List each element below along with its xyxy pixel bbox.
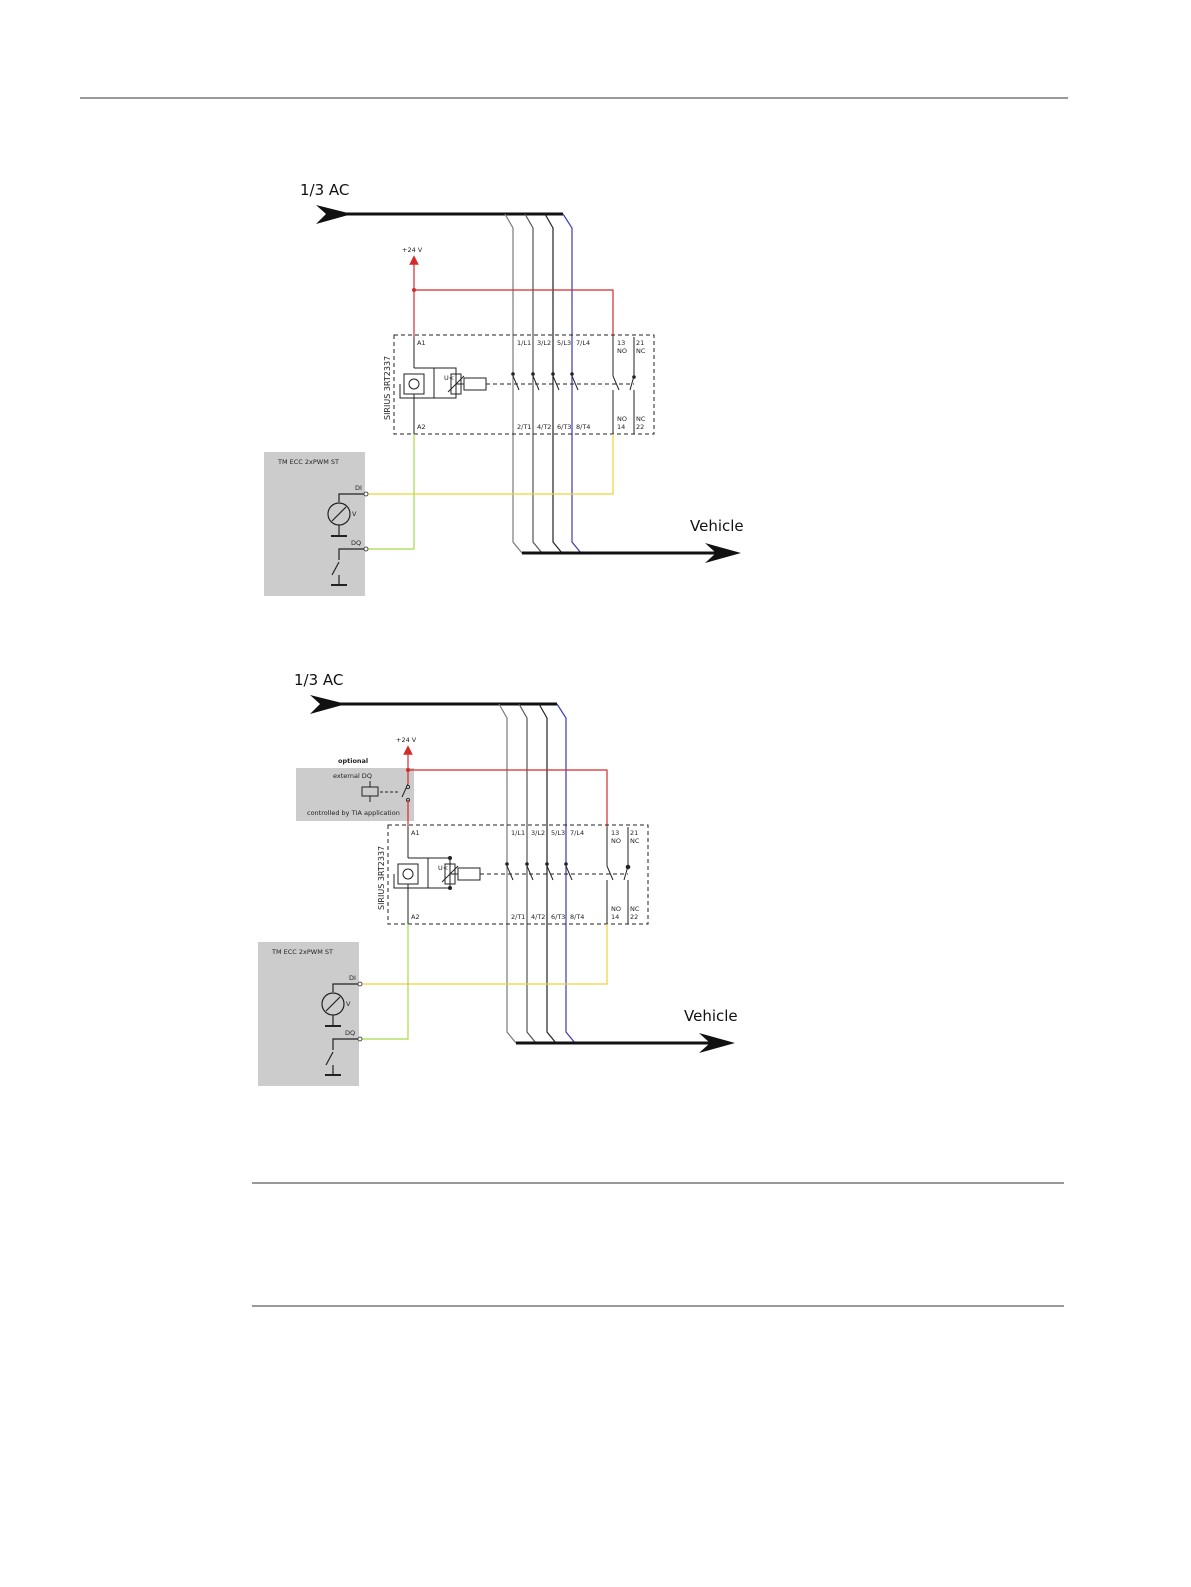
dq-switch-icon xyxy=(331,548,364,586)
coil-assembly xyxy=(399,337,487,434)
terminal-a1: A1 xyxy=(417,339,426,347)
main-contacts xyxy=(505,862,631,881)
terminal-2t1: 2/T1 xyxy=(511,913,525,921)
terminal-a2: A2 xyxy=(417,423,426,431)
vehicle-arrow-icon xyxy=(705,543,741,563)
contactor-box xyxy=(393,334,655,435)
dq-switch-icon xyxy=(325,1038,358,1076)
dq-label: DQ xyxy=(351,539,361,547)
supply-arrow-icon xyxy=(316,205,352,224)
optional-title: optional xyxy=(338,757,368,765)
module-title: TM ECC 2xPWM ST xyxy=(277,458,339,466)
io-module-box xyxy=(264,452,365,596)
relay-icon xyxy=(361,781,410,802)
vehicle-label: Vehicle xyxy=(684,1007,738,1025)
contactor-name: SIRIUS 3RT2337 xyxy=(383,356,392,420)
terminal-21: 21 xyxy=(630,829,638,837)
terminal-a1: A1 xyxy=(411,829,420,837)
meter-label: V xyxy=(346,1000,351,1008)
terminal-13: 13 xyxy=(611,829,619,837)
dq-label: DQ xyxy=(345,1029,355,1037)
terminal-nc-bottom: NC xyxy=(630,905,640,913)
supply-label: 1/3 AC xyxy=(300,181,349,199)
terminal-no-bottom: NO xyxy=(617,415,627,423)
terminal-21: 21 xyxy=(636,339,644,347)
optional-caption: controlled by TIA application xyxy=(307,809,400,817)
terminal-14: 14 xyxy=(611,913,619,921)
phase-line-l4 xyxy=(562,213,582,554)
terminal-3l2: 3/L2 xyxy=(537,339,551,347)
terminal-6t3: 6/T3 xyxy=(551,913,565,921)
diagram-2: TM ECC 2xPWM ST optional external DQ con… xyxy=(258,671,738,1086)
supply-label: 1/3 AC xyxy=(294,671,343,689)
di-label: DI xyxy=(349,974,356,982)
coil-label: U< xyxy=(444,374,454,382)
vehicle-arrow-icon xyxy=(699,1033,735,1053)
module-title: TM ECC 2xPWM ST xyxy=(271,948,333,956)
terminal-no-top: NO xyxy=(617,347,627,355)
di-signal-line xyxy=(360,924,608,985)
terminal-no-top: NO xyxy=(611,837,621,845)
phase-line-l2 xyxy=(524,213,543,554)
phase-line-l3 xyxy=(538,703,557,1044)
optional-box xyxy=(296,768,414,821)
terminal-8t4: 8/T4 xyxy=(570,913,584,921)
terminal-3l2: 3/L2 xyxy=(531,829,545,837)
di-signal-line xyxy=(366,434,614,495)
terminal-nc-bottom: NC xyxy=(636,415,646,423)
terminal-1l1: 1/L1 xyxy=(517,339,531,347)
terminal-8t4: 8/T4 xyxy=(576,423,590,431)
dq-signal-line xyxy=(366,434,415,550)
terminal-4t2: 4/T2 xyxy=(531,913,545,921)
voltmeter-icon xyxy=(327,493,364,537)
terminal-nc-top: NC xyxy=(636,347,646,355)
io-module-box xyxy=(258,942,359,1086)
main-contacts xyxy=(511,372,636,391)
optional-label: external DQ xyxy=(333,772,372,780)
terminal-a2: A2 xyxy=(411,913,420,921)
voltmeter-icon xyxy=(321,983,358,1027)
coil-label: U< xyxy=(438,864,448,872)
terminal-nc-top: NC xyxy=(630,837,640,845)
terminal-2t1: 2/T1 xyxy=(517,423,531,431)
aux-lines xyxy=(612,337,635,434)
terminal-22: 22 xyxy=(630,913,638,921)
phase-line-l4 xyxy=(556,703,576,1044)
terminal-6t3: 6/T3 xyxy=(557,423,571,431)
supply-arrow-icon xyxy=(310,695,346,714)
terminal-4t2: 4/T2 xyxy=(537,423,551,431)
junction-dot xyxy=(412,288,416,292)
terminal-7l4: 7/L4 xyxy=(570,829,584,837)
vehicle-label: Vehicle xyxy=(690,517,744,535)
terminal-1l1: 1/L1 xyxy=(511,829,525,837)
di-label: DI xyxy=(355,484,362,492)
aux-lines xyxy=(606,827,629,924)
junction-dot xyxy=(406,768,410,772)
voltage-label: +24 V xyxy=(396,736,417,744)
diagram-1: TM ECC 2xPWM ST 1/3 AC Vehicle +24 V SIR… xyxy=(264,181,744,596)
terminal-5l3: 5/L3 xyxy=(557,339,571,347)
terminal-13: 13 xyxy=(617,339,625,347)
terminal-22: 22 xyxy=(636,423,644,431)
coil-assembly xyxy=(393,827,481,924)
v24-to-13 xyxy=(414,289,614,337)
v24-to-13 xyxy=(408,769,608,827)
contactor-box xyxy=(387,824,649,925)
terminal-14: 14 xyxy=(617,423,625,431)
terminal-no-bottom: NO xyxy=(611,905,621,913)
voltage-label: +24 V xyxy=(402,246,423,254)
terminal-5l3: 5/L3 xyxy=(551,829,565,837)
meter-label: V xyxy=(352,510,357,518)
terminal-7l4: 7/L4 xyxy=(576,339,590,347)
phase-line-l2 xyxy=(518,703,537,1044)
phase-line-l1 xyxy=(504,213,523,554)
phase-line-l1 xyxy=(498,703,517,1044)
phase-line-l3 xyxy=(544,213,563,554)
dq-signal-line xyxy=(360,924,409,1040)
contactor-name: SIRIUS 3RT2337 xyxy=(377,846,386,910)
